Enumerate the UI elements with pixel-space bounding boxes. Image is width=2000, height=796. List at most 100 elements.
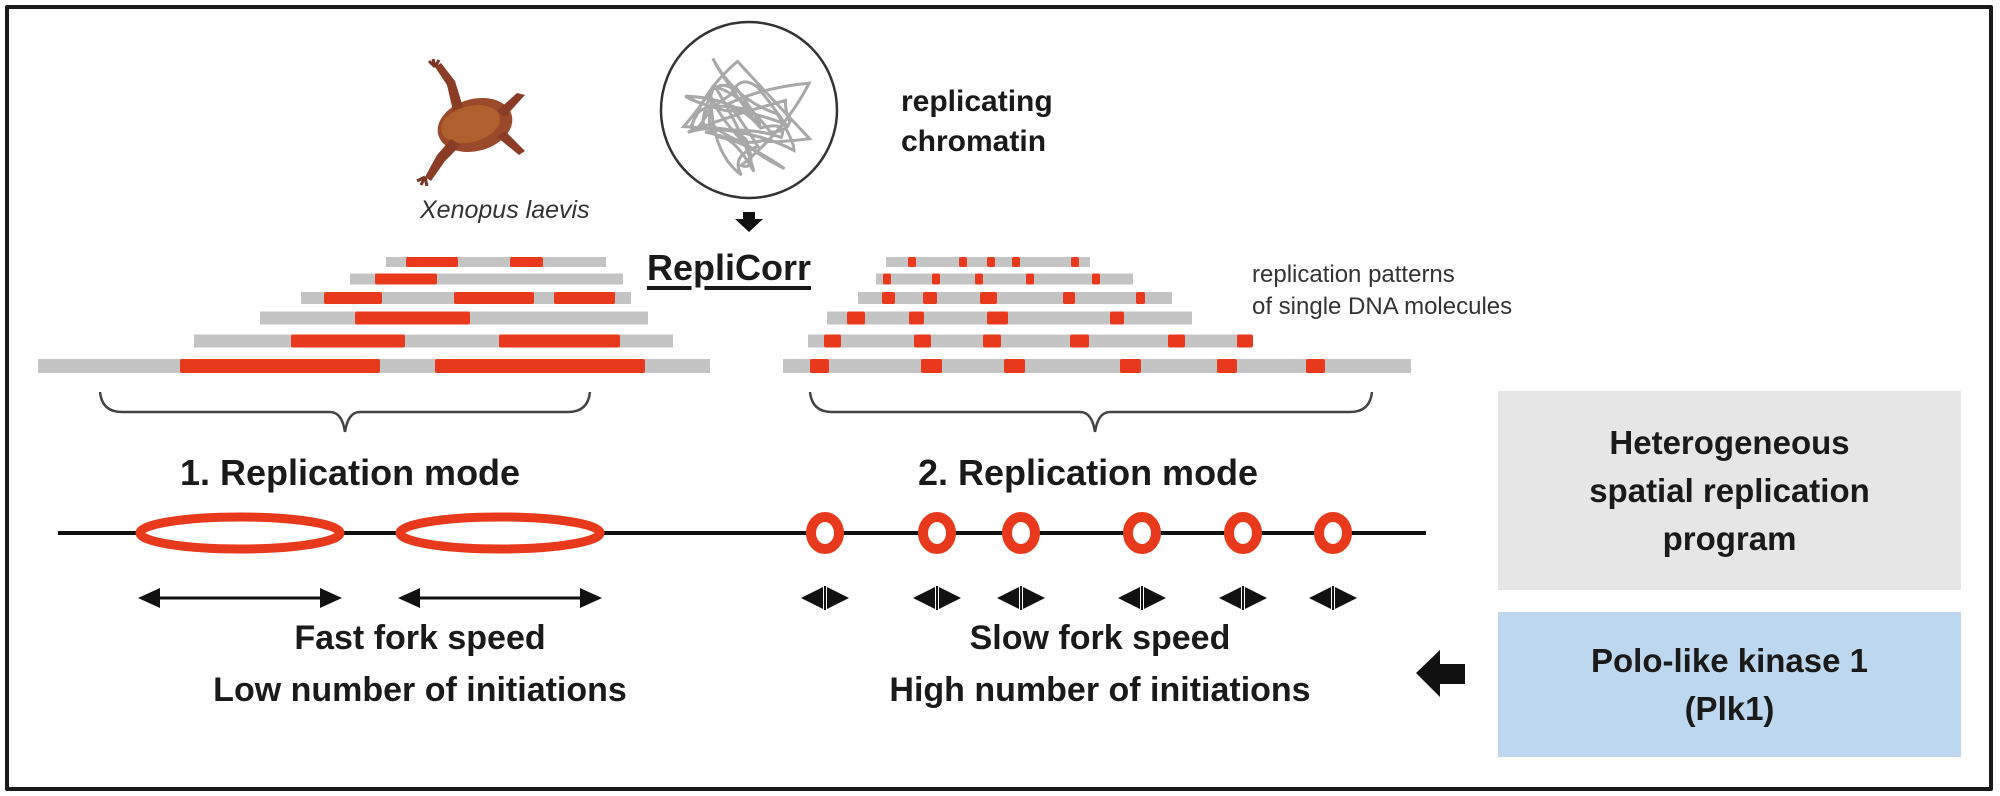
replication-bubble xyxy=(913,512,961,610)
chromatin-label: replicating chromatin xyxy=(901,82,1053,162)
molecules-mode2 xyxy=(783,257,1411,373)
replicated-segment xyxy=(1168,334,1185,348)
dna-molecule xyxy=(194,334,673,348)
dna-molecule xyxy=(301,292,631,304)
plk1-line-1: Polo-like kinase 1 xyxy=(1591,641,1868,679)
dna-molecule xyxy=(350,273,623,285)
replicated-segment xyxy=(1071,257,1079,267)
mode2-outcome-line-1: Slow fork speed xyxy=(969,619,1231,657)
replicated-segment xyxy=(1026,273,1034,285)
fork-right-arrowhead xyxy=(827,587,849,609)
replication-bubble xyxy=(997,512,1045,610)
heterogeneous-program-box: Heterogeneous spatial replication progra… xyxy=(1498,391,1961,590)
replicated-segment xyxy=(554,292,615,304)
fork-left-arrowhead xyxy=(801,587,823,609)
hetero-line-1: Heterogeneous xyxy=(1609,423,1850,461)
method-label: RepliCorr xyxy=(647,247,812,288)
origins-mode1 xyxy=(135,512,605,608)
dna-molecule xyxy=(886,257,1090,267)
unreplicated-segment xyxy=(858,292,1172,304)
replicated-segment xyxy=(499,334,620,348)
fork-right-arrowhead xyxy=(1245,587,1267,609)
dna-molecule xyxy=(876,273,1133,285)
replicated-segment xyxy=(180,359,380,373)
replicated-segment xyxy=(824,334,841,348)
replicated-segment xyxy=(1306,359,1325,373)
arrow-down-icon xyxy=(735,212,763,232)
fork-left-arrowhead xyxy=(138,588,160,608)
replicated-segment xyxy=(847,311,865,325)
replicated-segment xyxy=(909,311,924,325)
replicated-segment xyxy=(1092,273,1100,285)
dna-molecule xyxy=(38,359,710,373)
replicated-segment xyxy=(1120,359,1141,373)
replicated-segment xyxy=(1110,311,1124,325)
replicated-segment xyxy=(406,257,458,267)
frog-icon xyxy=(416,58,525,187)
replicated-segment xyxy=(983,334,1001,348)
replicated-segment xyxy=(1136,292,1145,304)
arrow-left-icon xyxy=(1416,650,1465,697)
replicated-segment xyxy=(1012,257,1020,267)
replication-bubble xyxy=(1219,512,1267,610)
replicated-segment xyxy=(923,292,937,304)
fork-left-arrowhead xyxy=(913,587,935,609)
fork-right-arrowhead xyxy=(320,588,342,608)
replicated-segment xyxy=(810,359,829,373)
hetero-line-3: program xyxy=(1662,519,1797,557)
replicated-segment xyxy=(1237,334,1253,348)
replication-bubble xyxy=(135,512,345,608)
dna-molecule xyxy=(260,311,648,325)
dna-molecule xyxy=(386,257,606,267)
replicated-segment xyxy=(375,273,437,285)
replicated-segment xyxy=(883,273,891,285)
replicated-segment xyxy=(987,257,995,267)
replicated-segment xyxy=(355,311,470,325)
fork-right-arrowhead xyxy=(1335,587,1357,609)
replicated-segment xyxy=(454,292,534,304)
replicated-segment xyxy=(975,273,983,285)
fork-left-arrowhead xyxy=(1118,587,1140,609)
mode1-title: 1. Replication mode xyxy=(180,452,521,493)
replicated-segment xyxy=(510,257,543,267)
fork-left-arrowhead xyxy=(398,588,420,608)
unreplicated-segment xyxy=(350,273,623,285)
plk1-box: Polo-like kinase 1 (Plk1) xyxy=(1498,612,1961,757)
dna-molecule xyxy=(783,359,1411,373)
replicated-segment xyxy=(959,257,967,267)
replicated-segment xyxy=(1070,334,1089,348)
replicated-segment xyxy=(882,292,895,304)
replicated-segment xyxy=(1217,359,1237,373)
chromatin-label-line-1: replicating xyxy=(901,85,1053,118)
patterns-label-line-2: of single DNA molecules xyxy=(1252,293,1513,320)
replicated-segment xyxy=(914,334,931,348)
figure-frame xyxy=(5,5,1993,791)
replicated-segment xyxy=(908,257,916,267)
plk1-line-2: (Plk1) xyxy=(1684,689,1775,727)
replicated-segment xyxy=(1063,292,1075,304)
dna-molecule xyxy=(858,292,1172,304)
replicated-segment xyxy=(291,334,405,348)
mode1-outcome-line-1: Fast fork speed xyxy=(294,619,546,657)
replicated-segment xyxy=(932,273,940,285)
replication-bubble xyxy=(1118,512,1166,610)
replication-bubble xyxy=(1309,512,1357,610)
fork-left-arrowhead xyxy=(997,587,1019,609)
replicated-segment xyxy=(987,311,1008,325)
replicated-segment xyxy=(980,292,997,304)
brace-mode2 xyxy=(808,391,1374,433)
hetero-line-2: spatial replication xyxy=(1589,471,1870,509)
chromatin-fiber xyxy=(680,57,813,177)
fork-right-arrowhead xyxy=(1144,587,1166,609)
replicated-segment xyxy=(921,359,942,373)
unreplicated-segment xyxy=(827,311,1192,325)
fork-right-arrowhead xyxy=(1023,587,1045,609)
replication-bubble xyxy=(801,512,849,610)
origins-mode2 xyxy=(801,512,1357,610)
fork-right-arrowhead xyxy=(939,587,961,609)
dna-molecule xyxy=(808,334,1253,348)
dna-molecule xyxy=(827,311,1192,325)
chromatin-circle-icon xyxy=(659,20,839,200)
fork-left-arrowhead xyxy=(1219,587,1241,609)
mode2-outcome-line-2: High number of initiations xyxy=(889,671,1311,709)
